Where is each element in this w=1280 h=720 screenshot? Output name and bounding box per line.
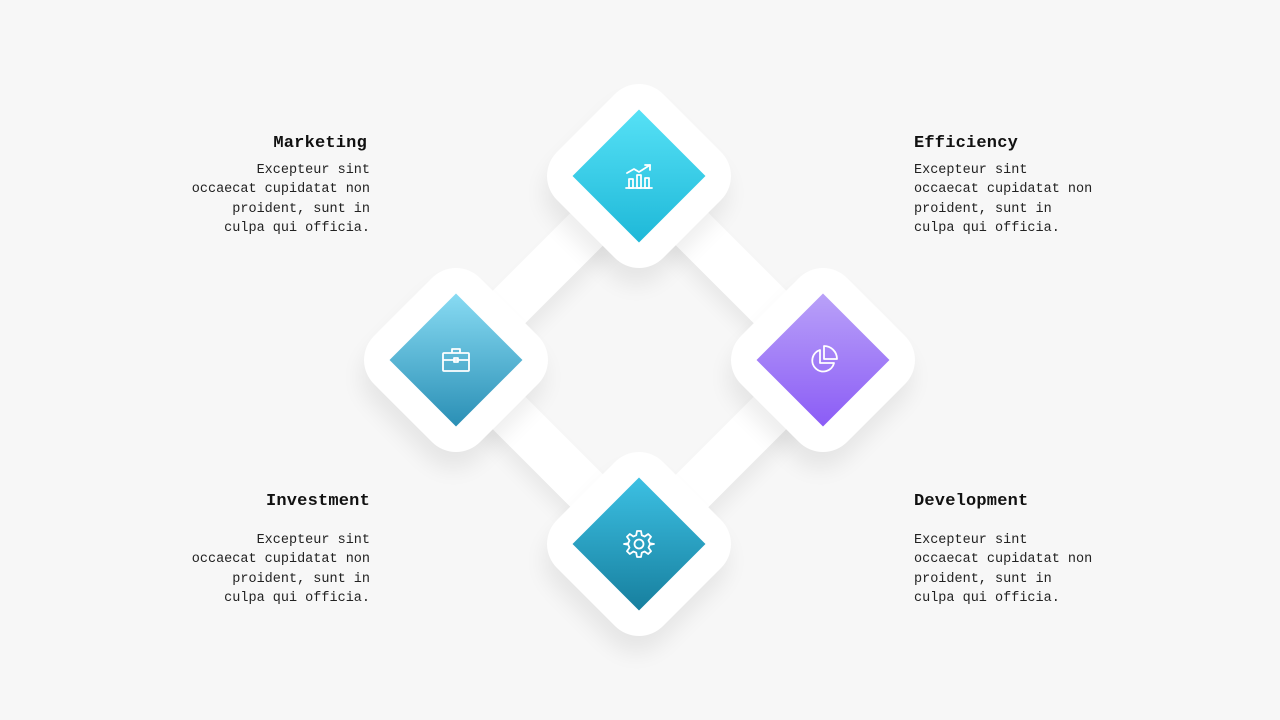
investment-line: proident, sunt in — [232, 571, 370, 587]
efficiency-title: Efficiency — [914, 134, 1019, 153]
investment-title: Investment — [265, 492, 370, 511]
marketing-title: Marketing — [273, 134, 367, 153]
development-line: proident, sunt in — [914, 571, 1052, 587]
efficiency-description: Excepteur sint occaecat cupidatat non pr… — [914, 161, 1114, 239]
development-title: Development — [914, 492, 1029, 511]
development-line: culpa qui officia. — [914, 591, 1060, 607]
efficiency-line: Excepteur sint — [914, 163, 1028, 178]
marketing-line: Excepteur sint — [256, 163, 370, 178]
marketing-line: occaecat cupidatat non — [191, 182, 370, 198]
growth-chart-icon — [623, 160, 655, 192]
efficiency-block: Efficiency Excepteur sint occaecat cupid… — [914, 134, 1114, 239]
development-line: Excepteur sint — [914, 533, 1028, 548]
investment-line: culpa qui officia. — [224, 591, 370, 607]
marketing-block: Marketing Excepteur sint occaecat cupida… — [170, 134, 370, 239]
efficiency-line: culpa qui officia. — [914, 221, 1060, 237]
development-line: occaecat cupidatat non — [914, 552, 1093, 568]
efficiency-line: proident, sunt in — [914, 201, 1052, 217]
marketing-description: Excepteur sint occaecat cupidatat non pr… — [170, 161, 370, 239]
pie-chart-icon — [807, 344, 839, 376]
gear-icon — [623, 528, 655, 560]
efficiency-line: occaecat cupidatat non — [914, 182, 1093, 198]
investment-line: Excepteur sint — [256, 533, 370, 548]
development-description: Excepteur sint occaecat cupidatat non pr… — [914, 531, 1114, 609]
marketing-line: proident, sunt in — [232, 201, 370, 217]
briefcase-icon — [440, 344, 472, 376]
investment-block: Investment Excepteur sint occaecat cupid… — [170, 492, 370, 609]
marketing-line: culpa qui officia. — [224, 221, 370, 237]
development-block: Development Excepteur sint occaecat cupi… — [914, 492, 1114, 609]
investment-description: Excepteur sint occaecat cupidatat non pr… — [170, 531, 370, 609]
investment-line: occaecat cupidatat non — [191, 552, 370, 568]
